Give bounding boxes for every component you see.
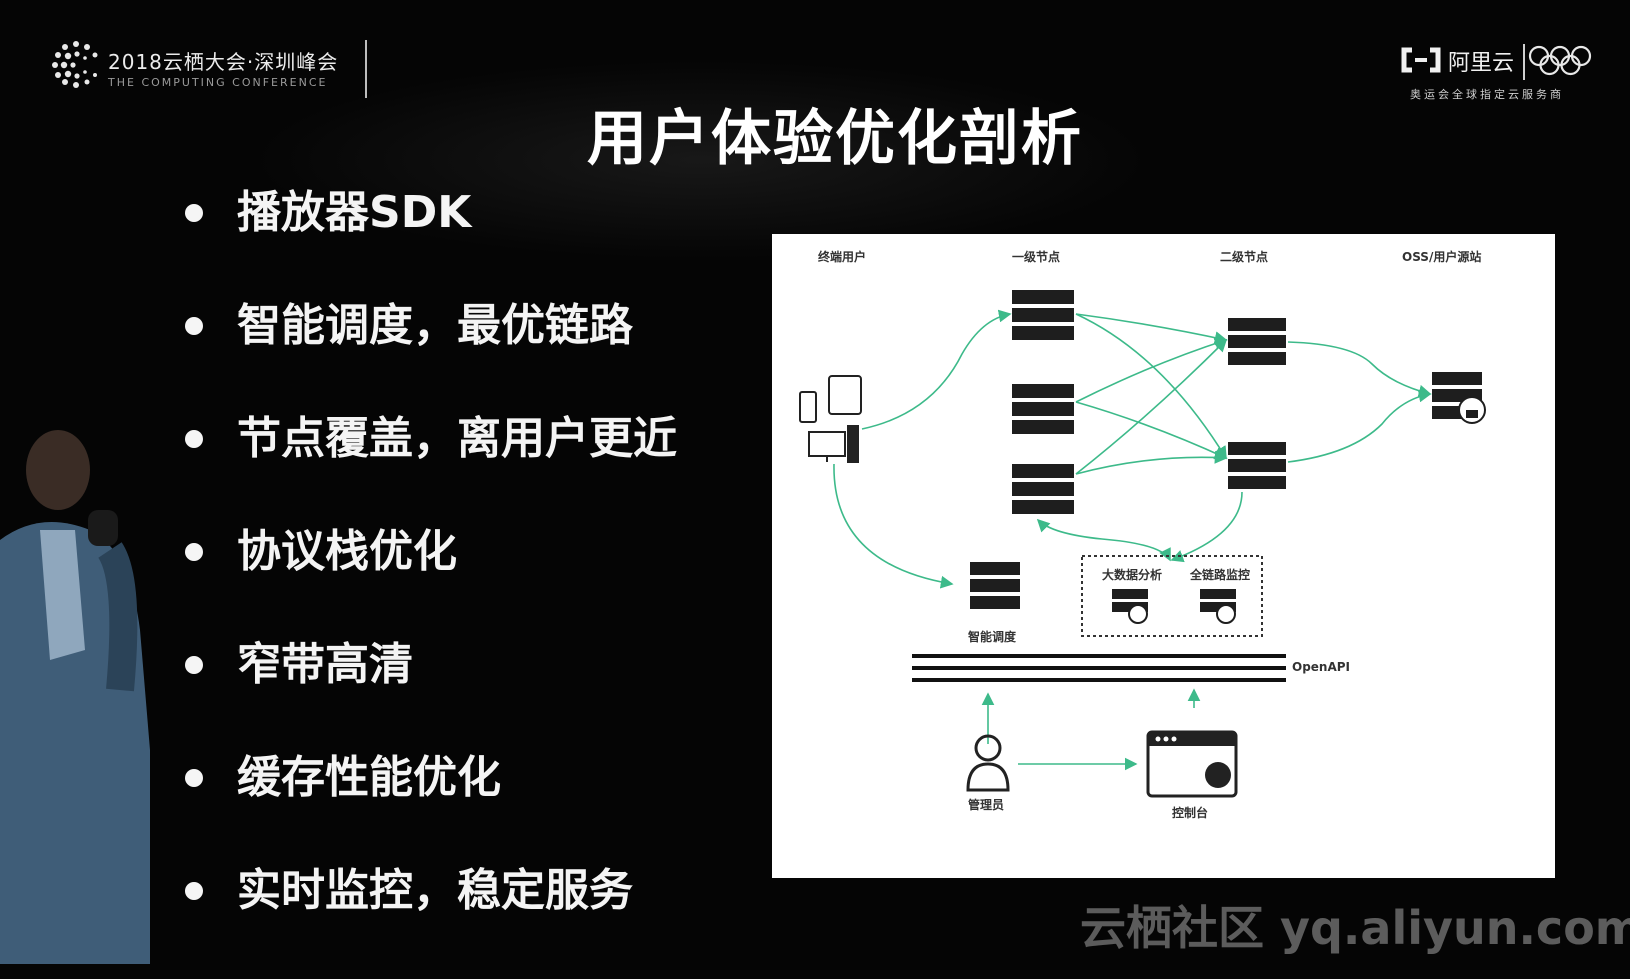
bullet-dot-icon [185,204,203,222]
admin-person-icon [968,736,1008,790]
smart-dispatch-label: 智能调度 [968,628,1016,645]
admin-label: 管理员 [968,796,1004,813]
bullet-item: 播放器SDK [185,188,677,301]
col-origin-label: OSS/用户源站 [1402,248,1481,265]
big-data-server-icon [1112,589,1148,623]
architecture-diagram: 终端用户 一级节点 二级节点 OSS/用户源站 智能调度 大数据分析 全链路监控… [772,234,1555,878]
col-tier2-label: 二级节点 [1220,248,1268,265]
col-end-user-label: 终端用户 [818,248,866,265]
bullet-item: 协议栈优化 [185,527,677,640]
col-tier1-label: 一级节点 [1012,248,1060,265]
tier1-server-icon [1012,290,1074,340]
brand-tagline: 奥运会全球指定云服务商 [1410,86,1564,102]
diagram-graphics [772,234,1555,878]
openapi-label: OpenAPI [1292,660,1350,674]
conference-subtitle: THE COMPUTING CONFERENCE [108,76,327,89]
console-window-icon [1148,732,1236,796]
bullet-text: 节点覆盖，离用户更近 [237,414,677,464]
bullet-item: 智能调度，最优链路 [185,301,677,414]
origin-server-lock-icon [1432,372,1485,423]
bullet-text: 播放器SDK [237,188,471,238]
conference-logo-icon [50,38,102,90]
bullet-text: 智能调度，最优链路 [237,301,633,351]
tier1-server-icon [1012,384,1074,434]
monitor-server-icon [1200,589,1236,623]
tier2-server-icon [1228,442,1286,489]
aliyun-logo-icon [1400,46,1442,74]
speaker-photo [0,430,170,964]
bullet-dot-icon [185,882,203,900]
bullet-item: 实时监控，稳定服务 [185,866,677,979]
tier2-server-icon [1228,318,1286,365]
full-link-monitor-label: 全链路监控 [1190,566,1250,583]
bullet-item: 缓存性能优化 [185,753,677,866]
bullet-item: 节点覆盖，离用户更近 [185,414,677,527]
smart-dispatch-server-icon [970,562,1020,609]
slide-title: 用户体验优化剖析 [575,90,1095,177]
bullet-text: 协议栈优化 [237,527,457,577]
bullet-dot-icon [185,656,203,674]
bullet-item: 窄带高清 [185,640,677,753]
brand-divider [1523,44,1525,80]
header-divider [365,40,367,98]
bullet-dot-icon [185,543,203,561]
bullet-list: 播放器SDK 智能调度，最优链路 节点覆盖，离用户更近 协议栈优化 窄带高清 缓… [185,188,677,979]
brand-name: 阿里云 [1448,45,1514,77]
bullet-dot-icon [185,769,203,787]
olympic-rings-icon [1528,44,1592,78]
watermark: 云栖社区 yq.aliyun.com [1080,892,1630,958]
conference-title: 2018云栖大会·深圳峰会 [108,46,338,75]
bullet-text: 实时监控，稳定服务 [237,866,633,916]
tier1-server-icon [1012,464,1074,514]
bullet-dot-icon [185,430,203,448]
bullet-text: 缓存性能优化 [237,753,501,803]
bullet-dot-icon [185,317,203,335]
big-data-label: 大数据分析 [1102,566,1162,583]
bullet-text: 窄带高清 [237,640,413,690]
console-label: 控制台 [1172,804,1208,821]
end-user-devices-icon [800,376,861,462]
openapi-bus [912,654,1286,682]
